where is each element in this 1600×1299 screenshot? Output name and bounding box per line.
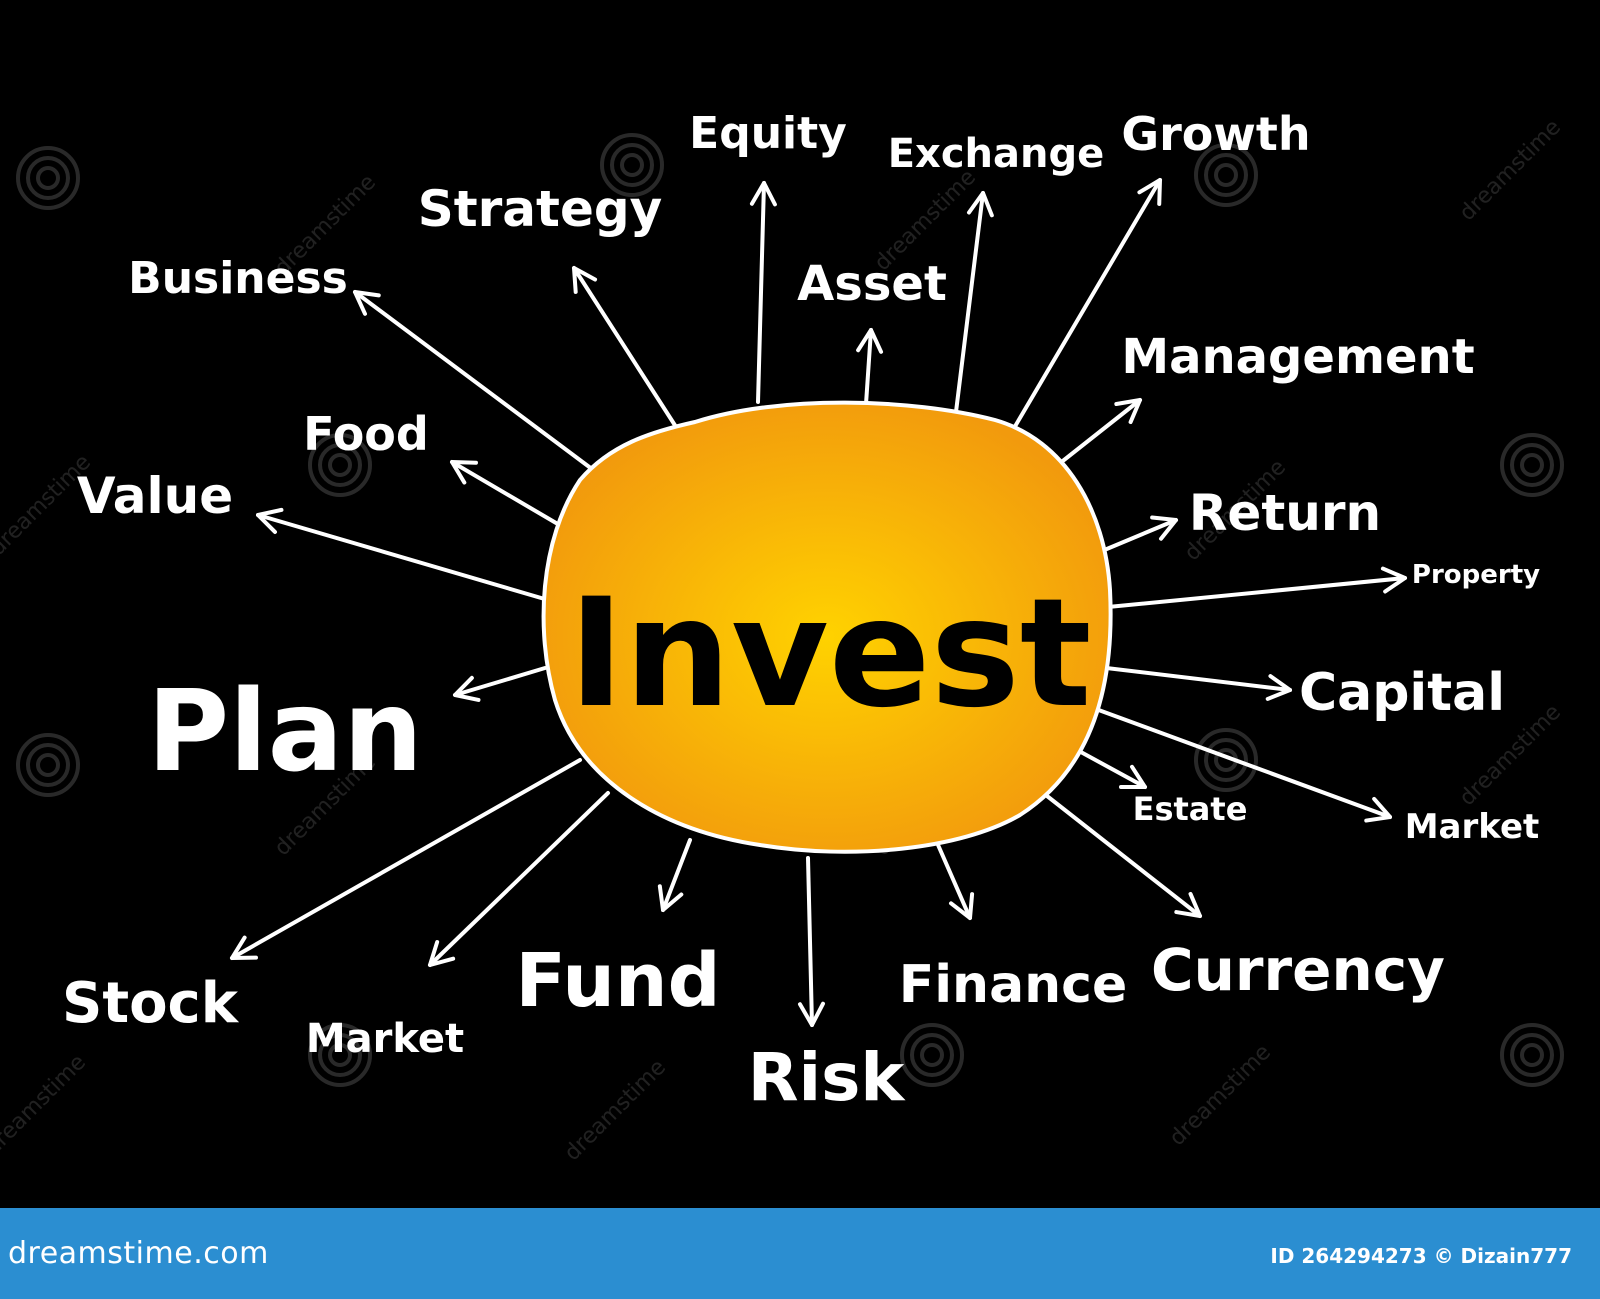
- arrow-capital: [1096, 665, 1292, 692]
- watermark-spiral-icon: [600, 133, 664, 197]
- arrowhead-property: [1380, 566, 1407, 594]
- watermark-spiral-icon: [16, 733, 80, 797]
- label-business: Business: [128, 253, 348, 304]
- arrow-stock: [230, 758, 582, 960]
- arrow-market-right: [1083, 703, 1392, 819]
- label-value: Value: [77, 467, 233, 525]
- center-label: Invest: [568, 567, 1091, 741]
- arrow-risk: [806, 856, 814, 1027]
- label-capital: Capital: [1299, 663, 1505, 723]
- label-property: Property: [1412, 560, 1540, 590]
- arrow-finance: [933, 836, 972, 920]
- arrowhead-estate: [1119, 764, 1147, 790]
- mind-map-canvas: dreamstime dreamstime dreamstime dreamstime…: [0, 107, 1566, 1166]
- arrowhead-equity: [749, 181, 777, 207]
- watermark-text: dreamstime: [1165, 1040, 1276, 1151]
- label-currency: Currency: [1151, 936, 1445, 1004]
- label-growth: Growth: [1121, 107, 1310, 161]
- arrowhead-fund: [657, 884, 684, 912]
- arrow-fund: [661, 838, 692, 912]
- label-estate: Estate: [1133, 790, 1248, 828]
- label-risk: Risk: [748, 1039, 907, 1116]
- arrow-asset: [864, 328, 873, 406]
- arrow-exchange: [953, 191, 985, 422]
- arrowhead-market-left: [428, 940, 456, 967]
- footer-bar: [0, 1208, 1600, 1299]
- label-market-left: Market: [306, 1016, 464, 1062]
- label-market-right: Market: [1405, 807, 1540, 847]
- arrow-currency: [1031, 783, 1202, 918]
- arrowhead-food: [450, 460, 478, 485]
- center-circle: [541, 400, 1113, 854]
- arrowhead-exchange: [967, 191, 994, 218]
- arrowhead-finance: [949, 892, 975, 920]
- arrow-equity: [756, 181, 766, 404]
- arrowhead-asset: [856, 328, 884, 354]
- label-asset: Asset: [797, 256, 947, 312]
- label-equity: Equity: [689, 108, 847, 159]
- watermark-text: dreamstime: [0, 1050, 91, 1161]
- watermark-spiral-icon: [308, 433, 372, 497]
- arrow-plan: [453, 666, 547, 697]
- arrow-strategy: [572, 266, 680, 432]
- arrowhead-risk: [797, 1001, 825, 1027]
- label-return: Return: [1189, 484, 1381, 542]
- label-stock: Stock: [62, 971, 240, 1036]
- arrow-property: [1106, 576, 1407, 609]
- watermark-spiral-icon: [900, 1023, 964, 1087]
- arrow-value: [256, 513, 550, 602]
- watermark-spiral-icon: [1500, 433, 1564, 497]
- label-strategy: Strategy: [418, 180, 663, 238]
- arrowhead-business: [353, 290, 381, 316]
- arrowhead-strategy: [572, 266, 598, 294]
- arrowhead-stock: [230, 935, 258, 960]
- watermark-spiral-icon: [308, 1023, 372, 1087]
- arrowhead-management: [1114, 398, 1142, 425]
- arrowhead-return: [1150, 515, 1178, 541]
- arrow-business: [353, 290, 602, 477]
- arrowhead-growth: [1137, 178, 1162, 206]
- arrow-food: [450, 460, 570, 532]
- label-fund: Fund: [515, 938, 720, 1024]
- label-plan: Plan: [147, 667, 423, 797]
- watermark-spiral-icon: [1194, 728, 1258, 792]
- watermark-spiral-icon: [1500, 1023, 1564, 1087]
- mind-map-diagram: dreamstime dreamstime dreamstime dreamstime…: [0, 107, 1566, 1166]
- watermark-spiral-icon: [16, 146, 80, 210]
- watermark-text: dreamstime: [560, 1055, 671, 1166]
- arrowhead-plan: [453, 675, 481, 702]
- footer-image-id: ID 264294273 © Dizain777: [1270, 1244, 1572, 1268]
- arrowhead-value: [256, 507, 284, 534]
- arrow-growth: [1005, 178, 1162, 442]
- arrowhead-capital: [1265, 674, 1292, 701]
- label-exchange: Exchange: [888, 131, 1105, 177]
- arrowhead-market-right: [1364, 796, 1392, 823]
- footer-brand[interactable]: dreamstime.com: [8, 1236, 269, 1271]
- label-food: Food: [303, 407, 429, 461]
- label-management: Management: [1121, 329, 1474, 385]
- arrow-market-left: [428, 791, 610, 967]
- center-node: Invest: [541, 400, 1113, 854]
- watermark-text: dreamstime: [1455, 115, 1566, 226]
- arrow-layer: [230, 178, 1407, 1027]
- watermark-spiral-icon: [1194, 143, 1258, 207]
- arrowhead-currency: [1174, 891, 1202, 918]
- label-finance: Finance: [899, 955, 1128, 1015]
